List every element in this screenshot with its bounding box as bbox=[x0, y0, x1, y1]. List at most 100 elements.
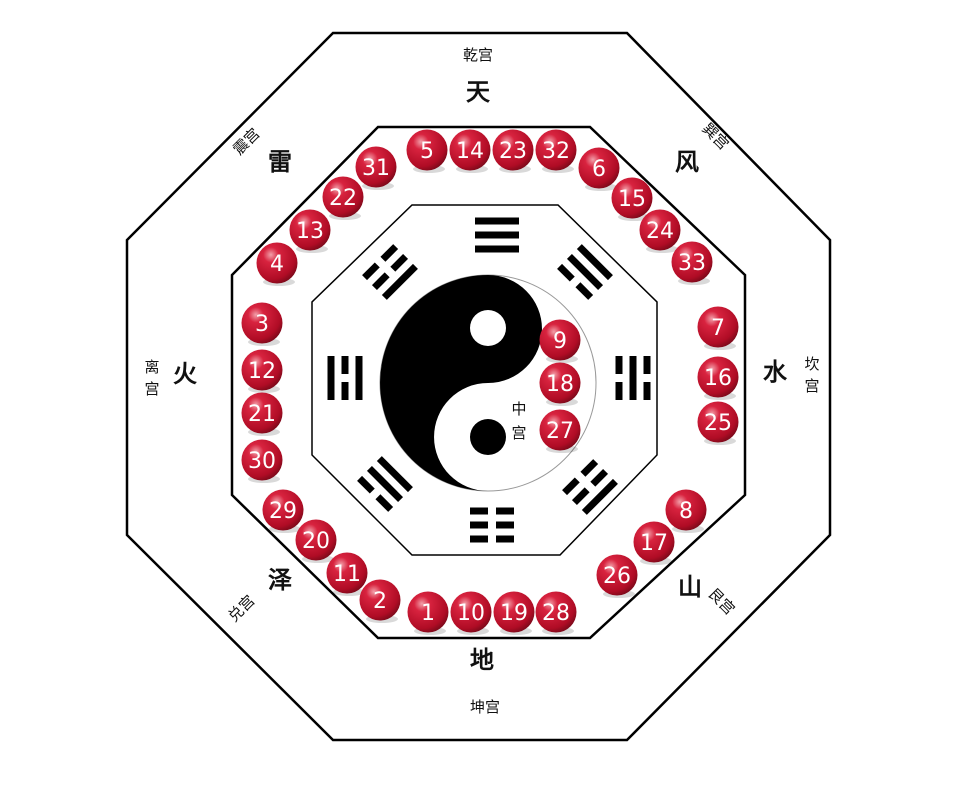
ball-28: 28 bbox=[535, 591, 577, 635]
ball-21: 21 bbox=[241, 392, 283, 436]
ball-26: 26 bbox=[596, 554, 638, 598]
svg-text:14: 14 bbox=[456, 139, 484, 164]
trigram-dui bbox=[357, 456, 413, 512]
ball-20: 20 bbox=[295, 519, 337, 563]
ball-23: 23 bbox=[492, 129, 534, 173]
trigram-qian bbox=[475, 217, 519, 253]
ball-27: 27 bbox=[539, 409, 581, 453]
ball-13: 13 bbox=[289, 209, 331, 253]
ball-8: 8 bbox=[665, 489, 707, 533]
ball-2: 2 bbox=[359, 579, 401, 623]
element-label-li: 火 bbox=[173, 359, 197, 388]
ball-6: 6 bbox=[578, 147, 620, 191]
svg-text:13: 13 bbox=[296, 219, 324, 244]
palace-label-li: 离宫 bbox=[144, 358, 159, 398]
svg-text:18: 18 bbox=[546, 372, 574, 397]
trigram-gen bbox=[562, 459, 618, 515]
outer-octagon bbox=[125, 31, 832, 742]
ball-32: 32 bbox=[535, 129, 577, 173]
svg-text:11: 11 bbox=[333, 562, 361, 587]
ball-24: 24 bbox=[639, 209, 681, 253]
palace-label-qian: 乾宫 bbox=[463, 46, 493, 64]
ball-9: 9 bbox=[539, 319, 581, 363]
svg-text:25: 25 bbox=[704, 411, 732, 436]
svg-text:19: 19 bbox=[500, 601, 528, 626]
svg-text:9: 9 bbox=[553, 329, 567, 354]
svg-text:15: 15 bbox=[618, 187, 646, 212]
svg-text:12: 12 bbox=[248, 359, 276, 384]
element-label-dui: 泽 bbox=[268, 565, 292, 594]
svg-text:6: 6 bbox=[592, 157, 606, 182]
palace-label-kan: 坎宫 bbox=[804, 355, 819, 395]
svg-text:离: 离 bbox=[144, 358, 159, 376]
svg-text:22: 22 bbox=[329, 186, 357, 211]
ball-4: 4 bbox=[256, 242, 298, 286]
svg-text:宫: 宫 bbox=[144, 380, 159, 398]
ball-29: 29 bbox=[262, 489, 304, 533]
element-label-kan: 水 bbox=[763, 357, 788, 386]
element-label-zhen: 雷 bbox=[268, 147, 292, 176]
trigram-xun bbox=[557, 244, 613, 300]
svg-text:33: 33 bbox=[678, 251, 706, 276]
ball-30: 30 bbox=[241, 439, 283, 483]
ball-25: 25 bbox=[697, 401, 739, 445]
ball-3: 3 bbox=[241, 302, 283, 346]
svg-text:宫: 宫 bbox=[804, 377, 819, 395]
svg-text:8: 8 bbox=[679, 499, 693, 524]
element-label-xun: 风 bbox=[675, 147, 699, 176]
svg-text:23: 23 bbox=[499, 139, 527, 164]
svg-text:4: 4 bbox=[270, 252, 284, 277]
ball-5: 5 bbox=[406, 129, 448, 173]
trigram-kun bbox=[470, 507, 514, 543]
svg-text:1: 1 bbox=[421, 601, 435, 626]
svg-text:24: 24 bbox=[646, 219, 674, 244]
middle-octagon bbox=[230, 125, 747, 640]
svg-text:宫: 宫 bbox=[511, 424, 526, 442]
trigram-zhen bbox=[362, 244, 418, 300]
svg-text:17: 17 bbox=[640, 531, 668, 556]
svg-text:2: 2 bbox=[373, 589, 387, 614]
palace-label-kun: 坤宫 bbox=[470, 698, 500, 716]
svg-text:26: 26 bbox=[603, 564, 631, 589]
trigram-li bbox=[327, 356, 363, 400]
ball-18: 18 bbox=[539, 362, 581, 406]
svg-text:坎: 坎 bbox=[804, 355, 819, 373]
trigram-kan bbox=[615, 356, 651, 400]
ball-14: 14 bbox=[449, 129, 491, 173]
inner-octagon bbox=[311, 204, 658, 556]
ball-17: 17 bbox=[633, 521, 675, 565]
center-palace-label: 中宫 bbox=[511, 400, 526, 442]
element-label-kun: 地 bbox=[470, 645, 494, 674]
svg-text:32: 32 bbox=[542, 139, 570, 164]
palace-label-xun: 巽宫 bbox=[699, 119, 733, 153]
palace-label-dui: 兑宫 bbox=[224, 591, 258, 625]
palace-label-gen: 艮宫 bbox=[705, 584, 739, 618]
element-label-gen: 山 bbox=[678, 572, 702, 601]
svg-text:10: 10 bbox=[457, 601, 485, 626]
svg-text:29: 29 bbox=[269, 499, 297, 524]
svg-text:30: 30 bbox=[248, 449, 276, 474]
svg-text:28: 28 bbox=[542, 601, 570, 626]
svg-text:27: 27 bbox=[546, 419, 574, 444]
svg-text:3: 3 bbox=[255, 312, 269, 337]
svg-text:5: 5 bbox=[420, 139, 434, 164]
svg-text:31: 31 bbox=[362, 156, 390, 181]
element-label-qian: 天 bbox=[466, 77, 490, 106]
palace-label-zhen: 震宫 bbox=[229, 124, 263, 158]
ball-16: 16 bbox=[697, 356, 739, 400]
svg-text:7: 7 bbox=[711, 316, 725, 341]
svg-text:中: 中 bbox=[511, 400, 526, 418]
ball-15: 15 bbox=[611, 177, 653, 221]
ball-12: 12 bbox=[241, 349, 283, 393]
ball-31: 31 bbox=[355, 146, 397, 190]
ball-11: 11 bbox=[326, 552, 368, 596]
ball-22: 22 bbox=[322, 176, 364, 220]
svg-text:21: 21 bbox=[248, 402, 276, 427]
ball-10: 10 bbox=[450, 591, 492, 635]
ball-19: 19 bbox=[493, 591, 535, 635]
svg-text:20: 20 bbox=[302, 529, 330, 554]
ball-7: 7 bbox=[697, 306, 739, 350]
ball-1: 1 bbox=[407, 591, 449, 635]
ball-33: 33 bbox=[671, 241, 713, 285]
